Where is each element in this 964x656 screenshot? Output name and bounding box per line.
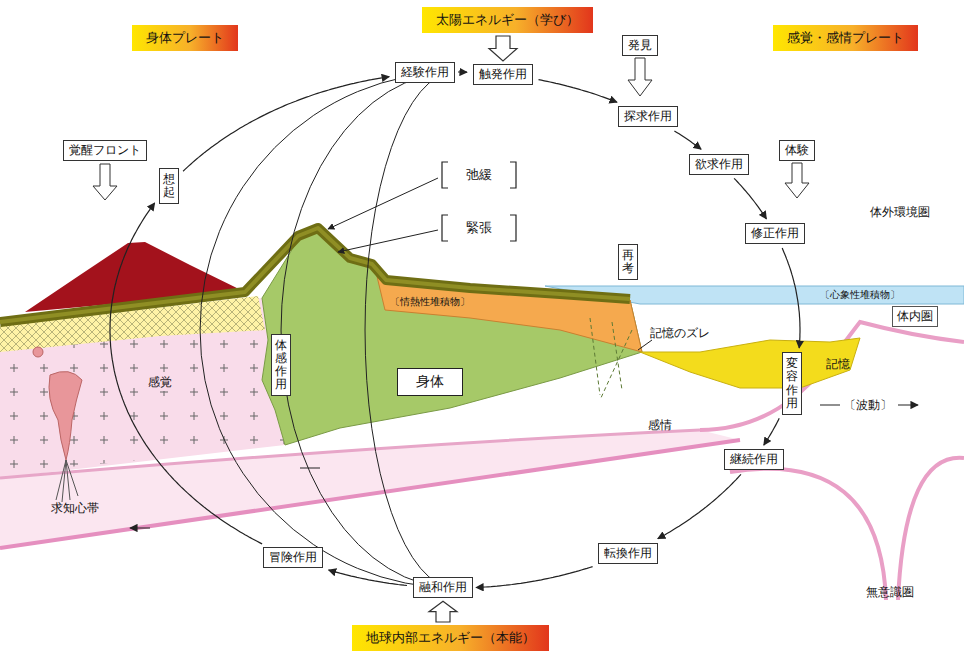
note-box: 発見 (622, 35, 658, 56)
node-text: 想起 (163, 173, 175, 199)
note-box: 覚醒フロント (63, 140, 147, 161)
plate-box: 身体プレート (132, 25, 238, 51)
body-box: 身体 (397, 368, 463, 396)
brackets (442, 162, 516, 241)
node-text: 転換作用 (604, 545, 652, 562)
flow-arrow (734, 178, 766, 219)
process-box: 想起 (159, 168, 179, 204)
plate-band (0, 228, 630, 322)
energy-box: 太陽エネルギー（学び） (422, 7, 593, 33)
zone-label: 体内圏 (892, 306, 938, 327)
node-text: 変容作用 (786, 357, 798, 410)
band-line (0, 440, 740, 548)
node-text: 身体プレート (146, 29, 224, 47)
layer-label: 〔心象性堆積物〕 (820, 288, 900, 302)
process-box: 融和作用 (413, 577, 473, 598)
energy-box: 地球内部エネルギー（本能） (352, 625, 549, 651)
flow-arrow (674, 131, 701, 149)
node-text: 再考 (622, 249, 634, 275)
process-box: 変容作用 (782, 352, 802, 415)
flow-arrow (110, 203, 262, 544)
band-label: 求知心帯 (51, 500, 99, 517)
zone-label: 体外環境圏 (870, 204, 930, 221)
flow-arrow (476, 567, 592, 588)
node-text: 発見 (628, 37, 652, 54)
process-box: 修正作用 (745, 223, 805, 244)
region-label: 〔波動〕 (844, 397, 892, 414)
node-text: 探求作用 (624, 108, 672, 125)
process-box: 触発作用 (473, 64, 533, 85)
node-text: 覚醒フロント (69, 142, 141, 159)
flow-arrow (539, 80, 618, 103)
drift-arrows (130, 468, 320, 528)
flow-arrow (782, 248, 800, 348)
process-box: 経験作用 (395, 62, 455, 83)
zone-label: 無意識圏 (866, 584, 914, 601)
rift-line (898, 458, 964, 600)
process-box: 欲求作用 (689, 154, 749, 175)
flow-arrow (658, 474, 741, 538)
node-text: 経験作用 (401, 64, 449, 81)
leader-line (638, 340, 652, 350)
meridian-lines (200, 72, 455, 588)
region-label: 感覚 (146, 374, 174, 391)
figure-body (49, 371, 82, 460)
node-text: 地球内部エネルギー（本能） (366, 629, 535, 647)
state-label: 弛緩 (466, 166, 492, 184)
node-text: 修正作用 (751, 225, 799, 242)
band-line (0, 430, 700, 478)
node-text: 触発作用 (479, 66, 527, 83)
plate-band (0, 228, 630, 322)
process-box: 冒険作用 (263, 547, 323, 568)
figure-roots (56, 460, 78, 502)
node-text: 太陽エネルギー（学び） (436, 11, 579, 29)
flow-arrow (183, 77, 389, 172)
region-label: 感情 (648, 417, 672, 434)
node-text: 継続作用 (730, 451, 778, 468)
flow-arrow (429, 601, 457, 622)
node-text: 欲求作用 (695, 156, 743, 173)
layer-label: 〔情熱性堆積物〕 (390, 295, 470, 309)
process-box: 継続作用 (724, 449, 784, 470)
plate-box: 感覚・感情プレート (773, 25, 918, 51)
rift-line (730, 469, 886, 600)
layer-label: 記憶 (826, 356, 850, 373)
flow-arrow (329, 570, 407, 586)
state-label: 緊張 (466, 219, 492, 237)
memory-layer (640, 338, 860, 388)
process-box: 転換作用 (598, 543, 658, 564)
flow-arrow (489, 36, 517, 61)
fault-line (590, 318, 632, 400)
node-text: 融和作用 (419, 579, 467, 596)
figure-head (33, 347, 43, 357)
node-text: 身体 (416, 373, 444, 391)
body-mass (262, 232, 642, 445)
node-text: 感覚・感情プレート (787, 29, 904, 47)
curiosity-band (0, 430, 740, 548)
leader-line (328, 178, 438, 229)
flow-arrow (458, 71, 467, 72)
process-box: 体感作用 (271, 334, 291, 397)
flow-arrow (764, 418, 779, 445)
node-text: 体験 (785, 142, 809, 159)
callout-label: 記憶のズレ (650, 325, 710, 342)
node-text: 体感作用 (275, 339, 287, 392)
node-text: 冒険作用 (269, 549, 317, 566)
process-box: 探求作用 (618, 106, 678, 127)
leader-line (338, 230, 438, 252)
note-box: 体験 (779, 140, 815, 161)
hollow-arrows (93, 58, 809, 200)
note-box: 再考 (618, 244, 638, 280)
